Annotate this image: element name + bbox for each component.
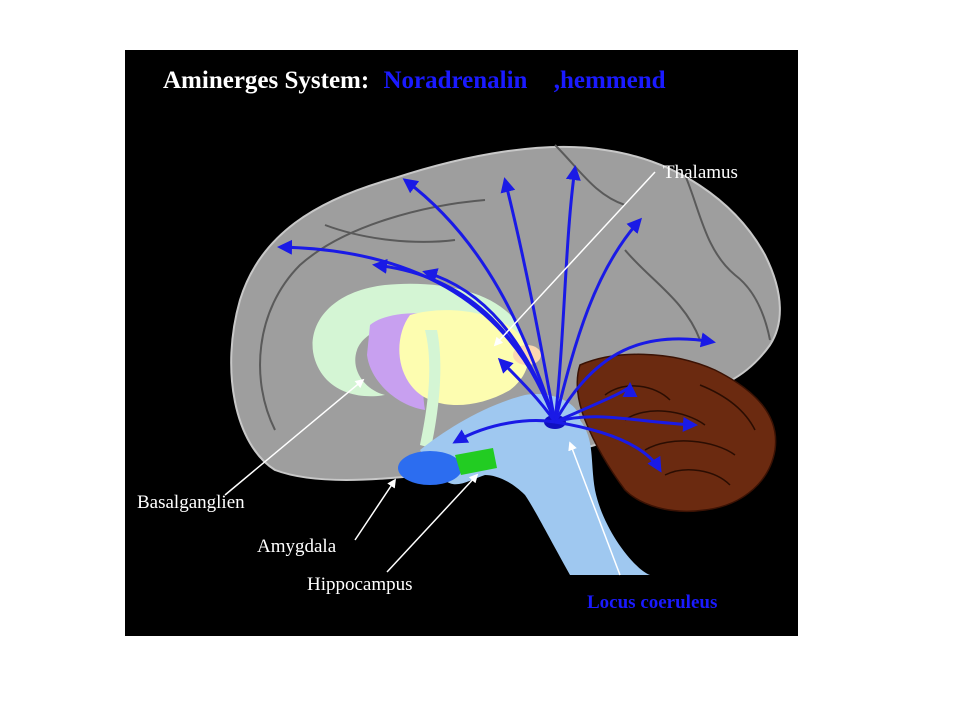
pathway-arrow	[553, 217, 643, 423]
label-hippocampus: Hippocampus	[307, 574, 413, 595]
pathway-arrow	[553, 165, 581, 423]
pathway-arrow	[500, 177, 557, 423]
svg-text:Aminerges System: Noradren: Aminerges System: Noradrenalin ,hemmend	[163, 67, 666, 94]
hippocampus-region	[455, 448, 497, 475]
title-hemmend: ,hemmend	[554, 67, 666, 94]
label-amygdala: Amygdala	[257, 536, 337, 557]
pointer-hippocampus	[386, 473, 479, 573]
pointer-amygdala	[354, 478, 396, 541]
pointer-basalganglien	[224, 378, 365, 496]
pathway-arrow	[553, 332, 716, 423]
fornix	[420, 330, 441, 448]
pointer-locus-coeruleus	[568, 441, 621, 576]
limbic-ring	[312, 283, 525, 397]
title-noradrenalin: Noradrenalin	[383, 67, 527, 94]
diagram-panel: Aminerges System: Noradrenalin ,hemmend	[125, 50, 798, 636]
pointer-thalamus	[493, 171, 656, 347]
pathway-arrow	[497, 357, 557, 423]
label-basalganglien: Basalganglien	[137, 492, 245, 513]
cerebellum-folia	[604, 384, 756, 486]
noradrenergic-pathways	[277, 165, 716, 473]
pathway-arrow	[554, 415, 698, 432]
cortex-sulcus	[259, 199, 486, 431]
pathway-arrow	[554, 382, 638, 424]
cortex-sulcus	[324, 224, 456, 243]
title-prefix: Aminerges System:	[163, 67, 369, 94]
brainstem	[420, 394, 650, 575]
cortex-sulcus	[554, 144, 626, 206]
cortex-sulcus	[684, 174, 771, 341]
pathway-arrow	[452, 419, 556, 444]
brain-diagram: Aminerges System: Noradrenalin ,hemmend	[137, 67, 781, 613]
amygdala-region	[398, 451, 462, 485]
label-locus-coeruleus: Locus coeruleus	[587, 592, 717, 613]
pathway-arrow	[422, 268, 557, 423]
label-thalamus: Thalamus	[663, 162, 738, 183]
cortex-sulcus	[624, 249, 701, 341]
pathway-arrow	[402, 178, 557, 423]
pathway-arrow	[554, 420, 662, 473]
label-pointers	[224, 171, 656, 576]
